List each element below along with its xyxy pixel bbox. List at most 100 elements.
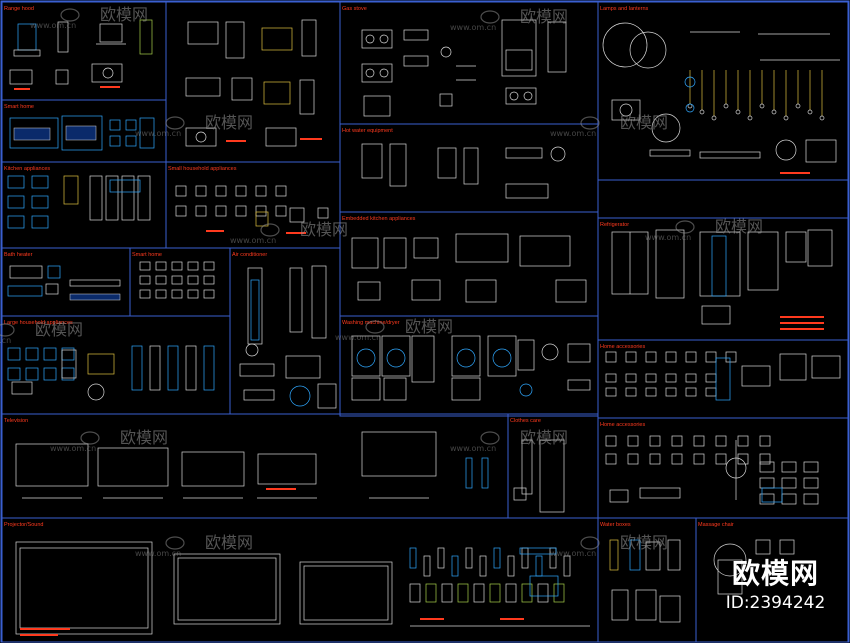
watermark-url: www.om.cn	[645, 233, 691, 242]
small-appliance-symbol	[175, 185, 187, 197]
massage-chair-symbol	[755, 539, 771, 555]
symbol	[761, 487, 783, 503]
panel-title-massage-chair: Massage chair	[698, 522, 734, 528]
small-appliance-symbol	[215, 185, 227, 197]
accessory-symbol	[671, 453, 683, 465]
projector-screen-symbol	[299, 561, 393, 625]
accessory-symbol	[759, 453, 771, 465]
lamp-symbol	[629, 31, 667, 69]
label-mark	[780, 172, 810, 174]
symbol	[45, 283, 59, 295]
watermark-brand: 欧模网	[520, 7, 568, 26]
watermark-logo-icon	[80, 431, 100, 445]
large-appliance-symbol	[25, 367, 39, 381]
label-mark	[780, 316, 824, 318]
accessory-symbol	[737, 435, 749, 447]
accessory-symbol	[725, 351, 737, 363]
symbol	[492, 348, 512, 368]
kitchen-appliance-symbol	[63, 175, 79, 205]
clothes-care-symbol	[513, 487, 527, 501]
speaker-symbol	[521, 583, 533, 603]
large-appliance-symbol	[87, 383, 105, 401]
gas-stove-symbol	[547, 21, 567, 73]
accessory-symbol	[693, 453, 705, 465]
panel-title-air-conditioner: Air conditioner	[232, 252, 267, 258]
range-hood-symbol	[261, 27, 293, 51]
symbol	[711, 115, 717, 121]
panel-title-large-household: Large household appliances	[4, 320, 73, 326]
air-conditioner-symbol	[285, 355, 321, 379]
symbol	[317, 383, 337, 409]
symbol	[741, 365, 771, 387]
symbol	[735, 109, 741, 115]
watermark-url: www.om.cn	[550, 549, 596, 558]
accessory-symbol	[627, 453, 639, 465]
water-heater-symbol	[463, 147, 479, 185]
water-heater-symbol	[389, 143, 407, 187]
symbol	[109, 179, 141, 193]
accessory-symbol	[705, 387, 717, 397]
accessory-symbol	[665, 387, 677, 397]
panel-title-washing-machine: Washing machine/dryer	[342, 320, 400, 326]
accessory-symbol	[649, 435, 661, 447]
panel-title-clothes-care: Clothes care	[510, 418, 541, 424]
speaker-symbol	[481, 457, 489, 489]
embedded-appliance-symbol	[411, 279, 441, 301]
smart-home-switch	[139, 261, 151, 271]
water-heater-symbol	[550, 146, 566, 162]
watermark-brand: 欧模网	[205, 113, 253, 132]
accessory-symbol	[685, 373, 697, 383]
speaker-symbol	[409, 547, 417, 569]
lamp-symbol	[651, 113, 681, 143]
symbol	[779, 539, 795, 555]
label-mark	[420, 618, 444, 620]
label-mark	[100, 86, 120, 88]
symbol	[685, 103, 695, 113]
watermark-logo-icon	[0, 323, 15, 337]
symbol	[255, 211, 269, 227]
accessory-symbol	[803, 477, 819, 489]
accessory-symbol	[693, 435, 705, 447]
smart-home-switch	[171, 275, 183, 285]
smart-home-switch	[203, 289, 215, 299]
label-mark	[20, 634, 58, 636]
watermark-logo-icon	[580, 536, 600, 550]
smart-home-switch	[155, 289, 167, 299]
speaker-symbol	[553, 583, 565, 603]
panel-title-embedded-kitchen: Embedded kitchen appliances	[342, 216, 416, 222]
symbol	[47, 265, 61, 279]
speaker-symbol	[473, 583, 485, 603]
clothes-care-symbol	[521, 439, 533, 495]
accessory-symbol	[625, 373, 637, 383]
kitchen-appliance-symbol	[31, 215, 49, 229]
symbol	[723, 103, 729, 109]
speaker-symbol	[425, 583, 437, 603]
watermark-brand: 欧模网	[35, 320, 83, 339]
symbol	[659, 595, 681, 623]
television-symbol	[97, 447, 169, 487]
watermark-logo-icon	[480, 10, 500, 24]
washing-machine-symbol	[351, 377, 381, 401]
symbol	[7, 285, 43, 297]
panel-frame-kitchen-appliances	[1, 161, 167, 249]
air-conditioner-symbol	[239, 363, 275, 377]
range-hood-symbol	[231, 77, 253, 101]
small-appliance-symbol	[275, 205, 287, 217]
watermark-logo-icon	[675, 220, 695, 234]
large-appliance-symbol	[61, 349, 77, 379]
accessory-symbol	[759, 461, 775, 473]
symbol	[69, 279, 121, 287]
range-hood-symbol	[102, 67, 114, 79]
accessory-symbol	[625, 387, 637, 397]
accessory-symbol	[803, 461, 819, 473]
kitchen-appliance-symbol	[31, 195, 49, 209]
speaker-symbol	[437, 547, 445, 569]
label-mark	[226, 140, 246, 142]
accessory-symbol	[625, 351, 637, 363]
symbol	[811, 355, 841, 379]
symbol	[667, 539, 681, 571]
symbol	[771, 109, 777, 115]
